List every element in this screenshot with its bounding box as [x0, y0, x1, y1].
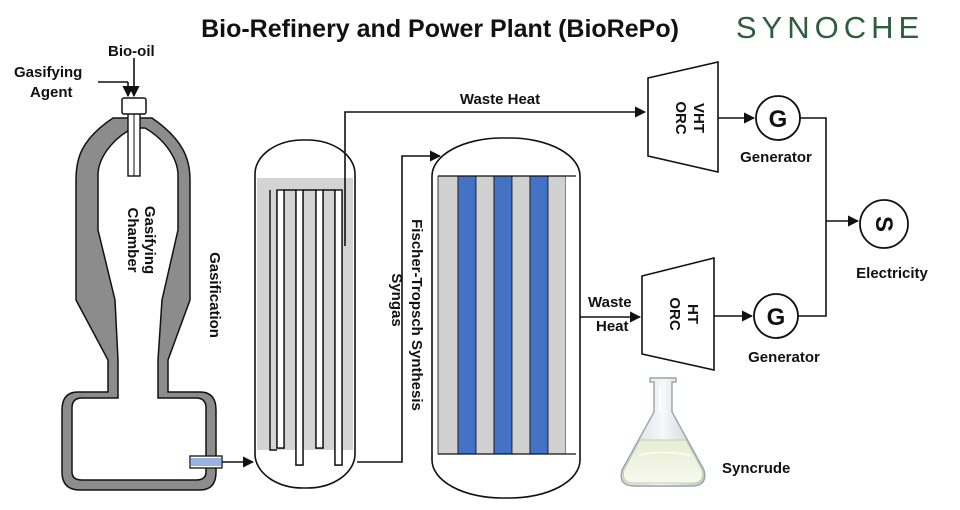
generator-bottom: G	[753, 293, 799, 339]
nozzle-cap	[121, 97, 147, 115]
vht-orc-label-1: VHT	[690, 103, 707, 133]
gasifier	[61, 97, 223, 491]
waste-heat-mid-label-2: Heat	[596, 318, 629, 335]
fischer-tropsch-reactor	[431, 137, 581, 499]
gasifying-chamber-label-1: Gasifying	[141, 206, 158, 274]
ft-tube-gray-3	[511, 175, 531, 455]
ft-tube-gray-1	[437, 175, 459, 455]
syngas-arrow	[357, 150, 442, 463]
brand-logo: SYNOCHE	[736, 10, 924, 45]
ht-orc-trapezoid	[641, 256, 715, 371]
ft-tube-bundle	[437, 175, 576, 455]
ht-orc-label-2: ORC	[666, 297, 683, 331]
cooler-u-tube-left	[269, 190, 277, 451]
gasifying-agent-label-2: Agent	[30, 84, 73, 101]
ft-tube-gray-4	[547, 175, 567, 455]
vht-orc-label-2: ORC	[672, 101, 689, 135]
gasifying-chamber-label-2: Chamber	[124, 207, 141, 272]
page-title: Bio-Refinery and Power Plant (BioRePo)	[201, 15, 679, 43]
ft-tube-blue-2	[493, 175, 513, 455]
syncrude-label: Syncrude	[722, 460, 790, 477]
generator-bus-line	[798, 117, 827, 317]
syngas-label: Syngas	[388, 273, 405, 326]
sum-circle-icon	[859, 199, 909, 249]
gasifying-agent-label-1: Gasifying	[14, 64, 82, 81]
electricity-node: S	[859, 199, 909, 249]
erlenmeyer-flask-icon	[620, 377, 706, 487]
gas-cooler-vessel	[254, 139, 356, 489]
waste-heat-mid-label-1: Waste	[588, 294, 632, 311]
waste-heat-top-arrow	[344, 106, 647, 246]
bio-oil-label: Bio-oil	[108, 43, 155, 60]
ft-tube-gray-2	[475, 175, 495, 455]
vht-orc-trapezoid	[647, 60, 719, 174]
gasification-label: Gasification	[206, 252, 223, 338]
fischer-tropsch-label: Fischer-Tropsch Synthesis	[408, 219, 425, 411]
electricity-label: Electricity	[856, 265, 928, 282]
generator-top-symbol: G	[769, 106, 788, 133]
generator-top: G	[755, 95, 801, 141]
waste-heat-top-label: Waste Heat	[460, 91, 540, 108]
vht-orc-turbine: VHT ORC	[647, 60, 719, 174]
ft-tube-blue-3	[529, 175, 549, 455]
generator-top-label: Generator	[740, 149, 812, 166]
ht-orc-turbine: HT ORC	[641, 256, 715, 371]
ft-tube-blue-1	[457, 175, 477, 455]
gasifying-chamber	[71, 127, 207, 481]
generator-bottom-symbol: G	[767, 304, 786, 331]
electricity-symbol: S	[870, 216, 897, 232]
ht-orc-label-1: HT	[684, 304, 701, 324]
generator-bottom-label: Generator	[748, 349, 820, 366]
